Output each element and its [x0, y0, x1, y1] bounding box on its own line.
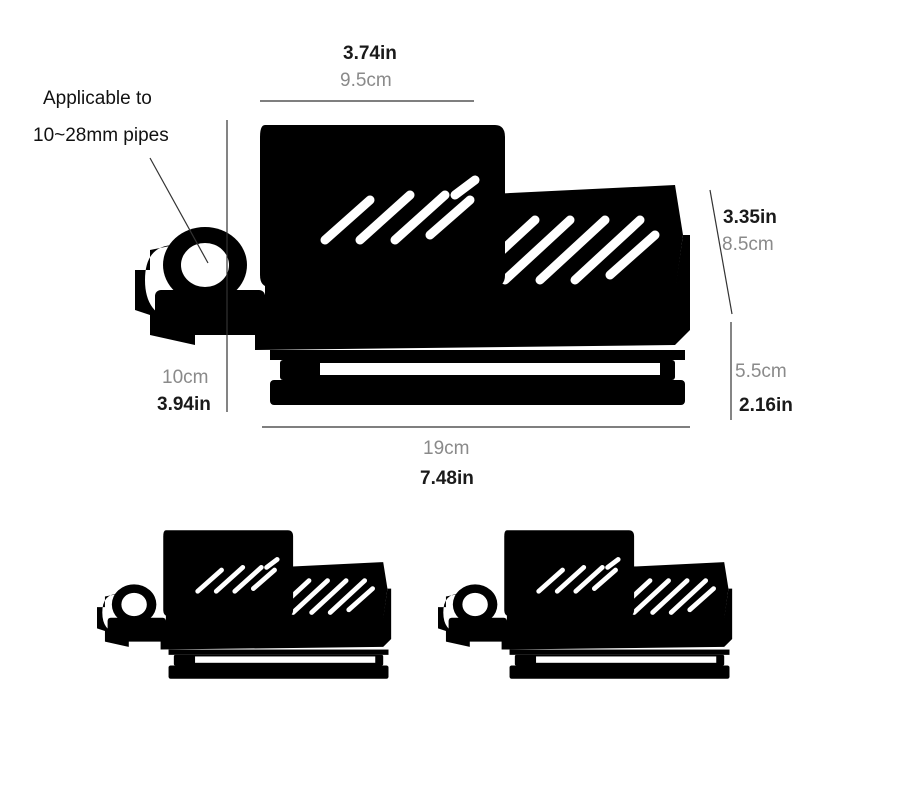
length-inches: 7.48in — [420, 468, 474, 489]
pipe-size-callout-line1: Applicable to — [43, 88, 152, 109]
depth-inches: 3.35in — [723, 207, 777, 228]
small-rack-blue — [97, 530, 391, 678]
lower-height-cm: 5.5cm — [735, 361, 787, 382]
length-cm: 19cm — [423, 438, 470, 459]
small-rack-gray — [438, 530, 732, 678]
main-rack-blue — [135, 125, 690, 405]
depth-line — [709, 189, 733, 315]
depth-cm: 8.5cm — [722, 234, 774, 255]
lower-height-inches: 2.16in — [739, 395, 793, 416]
top-width-cm: 9.5cm — [340, 70, 392, 91]
pipe-size-callout-line2: 10~28mm pipes — [33, 125, 169, 146]
top-width-inches: 3.74in — [343, 43, 397, 64]
pipe-callout-line — [149, 157, 209, 264]
height-cm: 10cm — [162, 367, 209, 388]
height-inches: 3.94in — [157, 394, 211, 415]
